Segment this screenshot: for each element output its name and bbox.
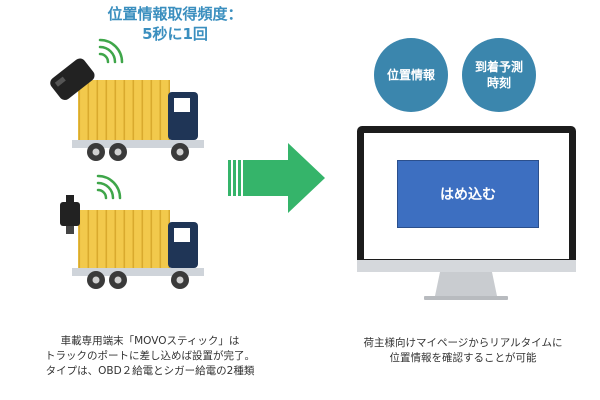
eta-label-line2: 時刻 — [486, 76, 511, 90]
frequency-title-line2: 5秒に1回 — [142, 25, 208, 43]
truck-icon — [72, 80, 204, 161]
eta-badge: 到着予測 時刻 — [462, 38, 536, 112]
signal-waves-icon — [96, 174, 122, 200]
arrow-right-icon — [228, 143, 325, 213]
device-description-line: 車載専用端末「MOVOスティック」は — [60, 335, 240, 347]
mypage-description-line: 位置情報を確認することが可能 — [389, 352, 537, 364]
embed-placeholder: はめ込む — [397, 160, 539, 228]
embed-label: はめ込む — [440, 187, 496, 203]
location-info-badge: 位置情報 — [374, 38, 448, 112]
truck-icon — [72, 210, 204, 289]
mypage-description: 荷主様向けマイページからリアルタイムに 位置情報を確認することが可能 — [334, 336, 592, 366]
device-description-line: トラックのポートに差し込めば設置が完了。 — [45, 350, 255, 362]
obd-device-icon — [60, 195, 80, 234]
movo-stick-device-icon — [50, 58, 95, 100]
eta-label-line1: 到着予測 — [474, 60, 523, 74]
frequency-title-line1: 位置情報取得頻度： — [107, 5, 243, 23]
device-description-line: タイプは、OBD２給電とシガー給電の2種類 — [45, 365, 255, 377]
location-info-label: 位置情報 — [386, 68, 435, 82]
signal-waves-icon — [98, 38, 124, 64]
mypage-description-line: 荷主様向けマイページからリアルタイムに — [363, 337, 563, 349]
frequency-title: 位置情報取得頻度： 5秒に1回 — [60, 4, 290, 44]
device-description: 車載専用端末「MOVOスティック」は トラックのポートに差し込めば設置が完了。 … — [4, 334, 296, 379]
